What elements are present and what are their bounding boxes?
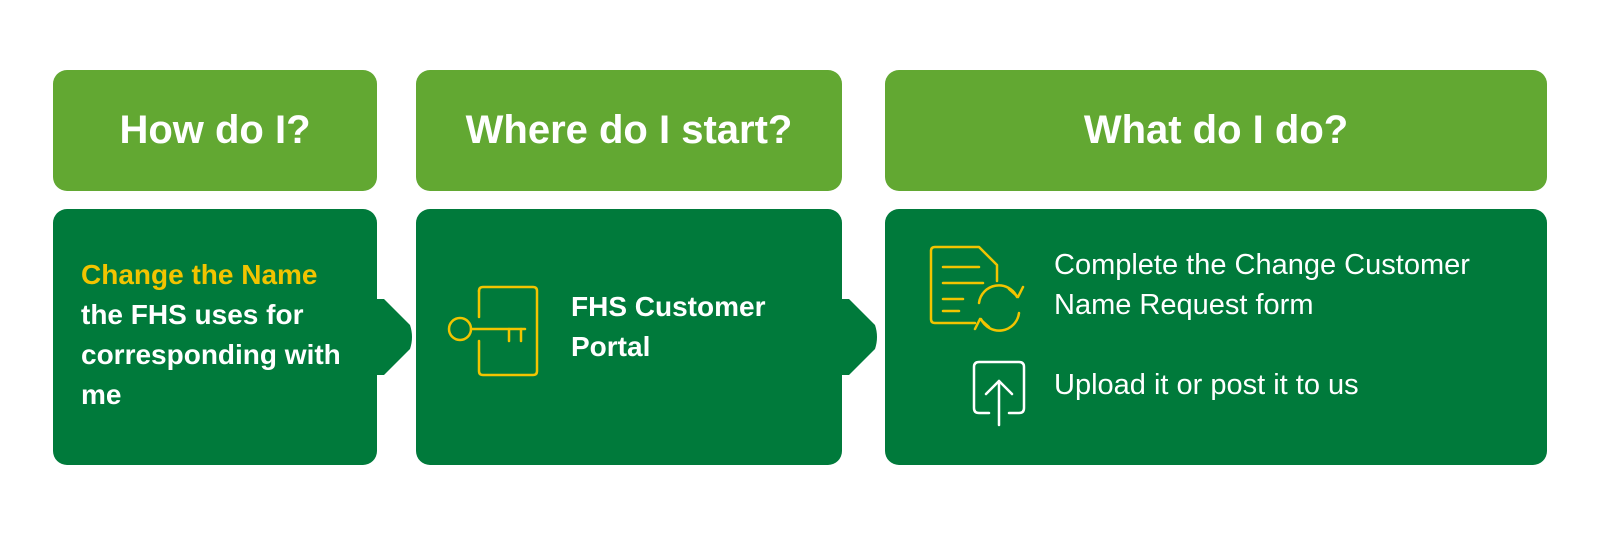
flow-arrow-1 (376, 299, 414, 375)
how-text: Change the Name the FHS uses for corresp… (81, 255, 371, 415)
portal-title: FHS Customer Portal (571, 291, 766, 362)
step-complete-form: Complete the Change Customer Name Reques… (1054, 249, 1470, 321)
document-refresh-icon (929, 245, 1025, 346)
upload-icon (971, 359, 1027, 432)
how-highlight: Change the Name (81, 259, 318, 290)
how-body: the FHS uses for corresponding with me (81, 299, 341, 410)
how-box: Change the Name the FHS uses for corresp… (53, 209, 377, 465)
flow-arrow-2 (841, 299, 879, 375)
step-upload-post: Upload it or post it to us (1054, 369, 1359, 401)
header-where-do-i-start: Where do I start? (416, 70, 842, 191)
steps-box: Complete the Change Customer Name Reques… (885, 209, 1547, 465)
key-door-icon (447, 285, 542, 384)
header-how-do-i: How do I? (53, 70, 377, 191)
start-box: FHS Customer Portal (416, 209, 842, 465)
header-what-do-i-do: What do I do? (885, 70, 1547, 191)
